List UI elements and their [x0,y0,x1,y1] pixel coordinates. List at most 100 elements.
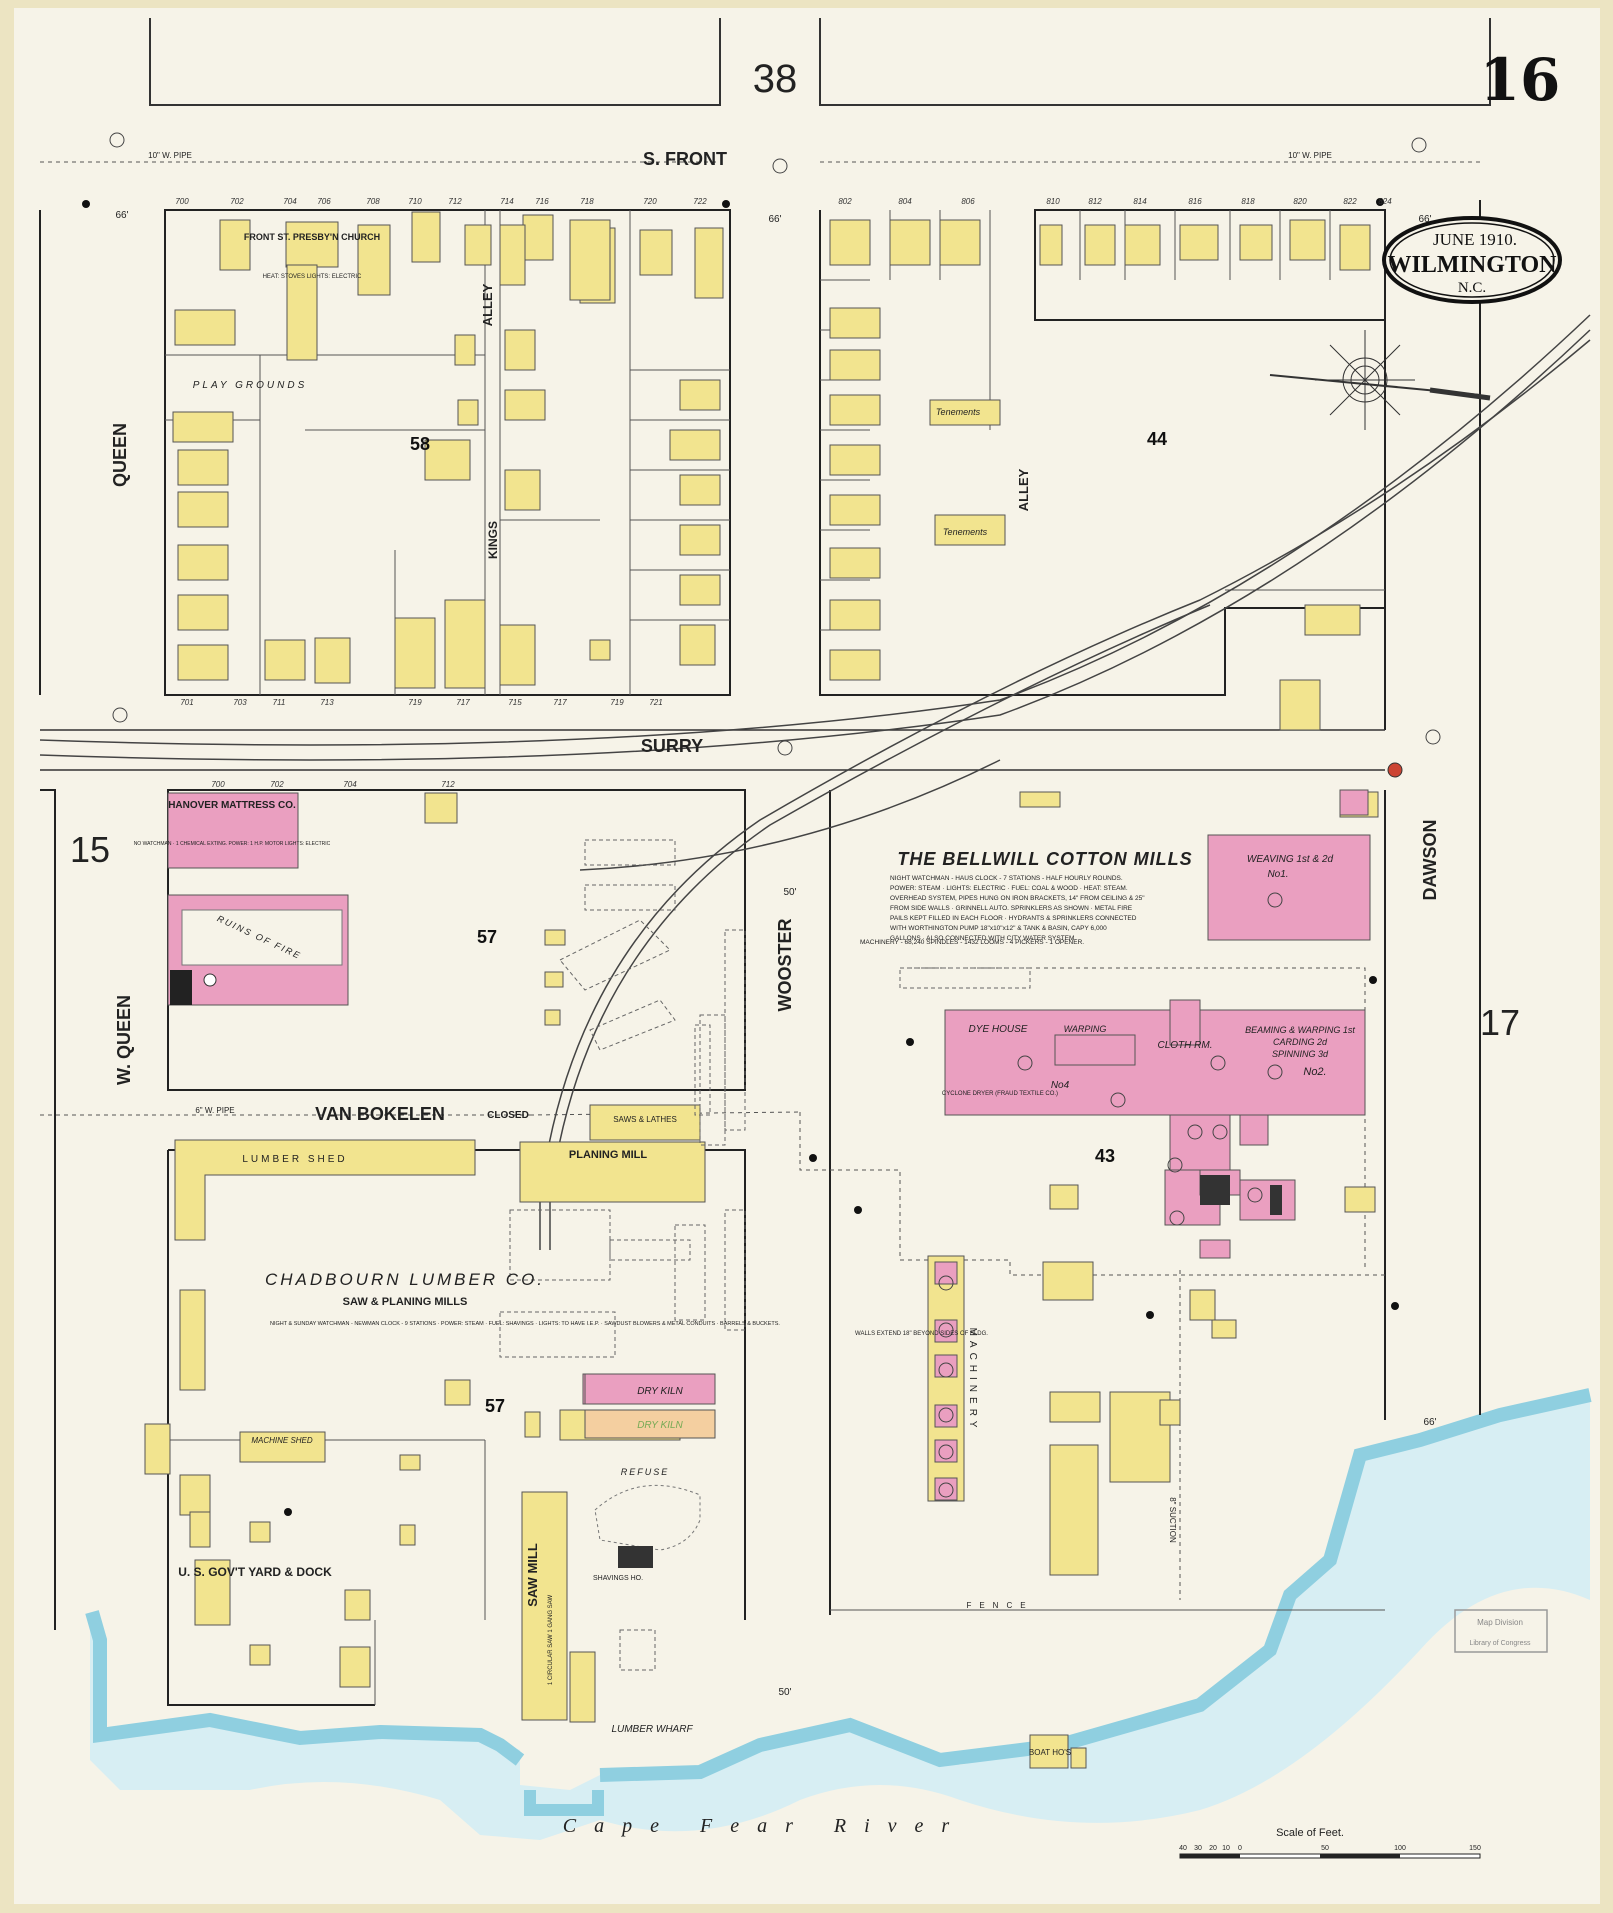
open-sheds [499,839,1031,1671]
bellwill-title: THE BELLWILL COTTON MILLS [897,849,1192,869]
planing-mill-label: PLANING MILL [569,1149,647,1161]
no2-label: No2. [1303,1066,1326,1078]
scale-tick-label: 100 [1394,1845,1406,1852]
street-wooster: WOOSTER [775,919,795,1012]
refuse-area [594,1484,701,1551]
chadbourn-title: CHADBOURN LUMBER CO. [265,1270,545,1289]
house-number: 708 [366,197,380,206]
house-number: 703 [233,698,247,707]
shoreline-east [599,1388,1592,1782]
scale-tick-label: 10 [1222,1845,1230,1852]
weaving-label: WEAVING 1st & 2d [1247,854,1334,865]
street-closed: CLOSED [487,1110,529,1121]
hanover-label: HANOVER MATTRESS CO. [168,800,296,811]
street-labels: S. FRONT SURRY VAN BOKELEN CLOSED QUEEN … [110,149,1440,1124]
warping-label: WARPING [1064,1024,1107,1034]
tenements-2-label: Tenements [943,527,988,537]
house-number: 702 [270,780,284,789]
adjoining-block-north-left [149,18,721,106]
water-pipes [40,161,1480,1600]
sprinkler-markers [109,132,1441,1498]
house-number: 722 [693,197,707,206]
street-alley-1: ALLEY [480,283,495,326]
house-number: 810 [1046,197,1060,206]
block-numbers: 58 44 57 57 43 [410,429,1167,1416]
saw-planing-label: SAW & PLANING MILLS [343,1296,468,1308]
refuse-label: REFUSE [621,1467,670,1477]
house-number: 822 [1343,197,1357,206]
dry-kiln-2-label: DRY KILN [637,1420,683,1431]
river-water [90,1395,1590,1840]
street-alley-2: ALLEY [1016,468,1031,511]
elevation-50-a: 50' [783,887,796,898]
dry-kiln-2-building [584,1409,716,1439]
block-57-north: 57 [477,927,497,947]
machinery-label: MACHINERY [967,1328,978,1433]
machine-shed-label: MACHINE SHED [251,1436,313,1445]
library-stamp: Map Division Library of Congress [1454,1609,1548,1653]
house-number: 714 [500,197,514,206]
block-outlines [39,200,1481,1706]
machinery-building [927,1255,965,1502]
scale-tick-label: 40 [1179,1845,1187,1852]
play-grounds-label: PLAY GROUNDS [193,380,308,391]
bellwill-note-8: MACHINERY - 68,240 SPINDLES - 1432 LOOMS… [860,939,1084,946]
adjoining-block-north-right [819,18,1491,106]
house-number: 717 [456,698,470,707]
scale-title: Scale of Feet. [1276,1827,1344,1839]
cartouche: JUNE 1910. WILMINGTON N.C. [1382,216,1562,304]
adjoining-sheet-east: 17 [1480,1002,1520,1043]
house-number: 719 [610,698,624,707]
chadbourn-note: NIGHT & SUNDAY WATCHMAN - NEWMAN CLOCK -… [270,1321,780,1327]
street-dawson: DAWSON [1420,820,1440,901]
saws-lathes-label: SAWS & LATHES [613,1115,677,1124]
church-label: FRONT ST. PRESBY'N CHURCH [244,232,380,242]
house-number: 718 [580,197,594,206]
adjoining-sheet-west: 15 [70,829,110,870]
stamp-line-1: Map Division [1477,1618,1523,1627]
house-number: 812 [1088,197,1102,206]
elevation-66-d: 66' [1423,1417,1436,1428]
house-number: 719 [408,698,422,707]
house-number: 701 [180,698,193,707]
house-number: 721 [649,698,662,707]
compass-rose [1269,330,1491,430]
house-number: 816 [1188,197,1202,206]
tenements-1-label: Tenements [936,407,981,417]
street-w-queen: W. QUEEN [114,995,134,1085]
shavings-label: SHAVINGS HO. [593,1575,643,1582]
lumber-shed-label: LUMBER SHED [242,1154,347,1165]
building-labels: FRONT ST. PRESBY'N CHURCH HEAT: STOVES L… [115,151,1436,1757]
usgov-label: U. S. GOV'T YARD & DOCK [178,1565,332,1579]
frame-buildings [144,211,1379,1769]
house-number: 706 [317,197,331,206]
lumber-wharf-label: LUMBER WHARF [611,1724,693,1735]
block-43: 43 [1095,1146,1115,1166]
pipe-vb-label: 6" W. PIPE [195,1106,234,1115]
spinning-label: SPINNING 3d [1272,1049,1329,1059]
boilers [618,1175,1282,1568]
hanover-note: NO WATCHMAN · 1 CHEMICAL EXTING. POWER: … [134,841,331,847]
street-kings: KINGS [486,521,500,559]
street-front: S. FRONT [643,149,727,169]
pipe-front-label: 10" W. PIPE [148,151,192,160]
elevation-50-b: 50' [778,1687,791,1698]
scale-tick-label: 50 [1321,1845,1329,1852]
house-number: 700 [175,197,189,206]
fence-label: FENCE [966,1601,1033,1610]
cyclone-label: CYCLONE DRYER (FRAUD TEXTILE CO.) [942,1091,1058,1097]
bellwill-note-7: GALLONS · ALSO CONNECTED WITH CITY WATER… [890,935,1076,942]
wharf-water [524,1790,604,1816]
bellwill-note-1: NIGHT WATCHMAN - HAUS CLOCK - 7 STATIONS… [890,875,1123,882]
bellwill-note-2: POWER: STEAM · LIGHTS: ELECTRIC · FUEL: … [890,885,1128,892]
hydrants [82,198,1403,1516]
bellwill-note-5: PAILS KEPT FILLED IN EACH FLOOR · HYDRAN… [890,915,1137,922]
cartouche-state: N.C. [1458,280,1486,296]
walls-note: WALLS EXTEND 18" BEYOND SIDES OF BLDG. [855,1331,988,1337]
pipe-front-label-2: 10" W. PIPE [1288,151,1332,160]
elevation-66-c: 66' [1418,214,1431,225]
house-number: 804 [898,197,912,206]
